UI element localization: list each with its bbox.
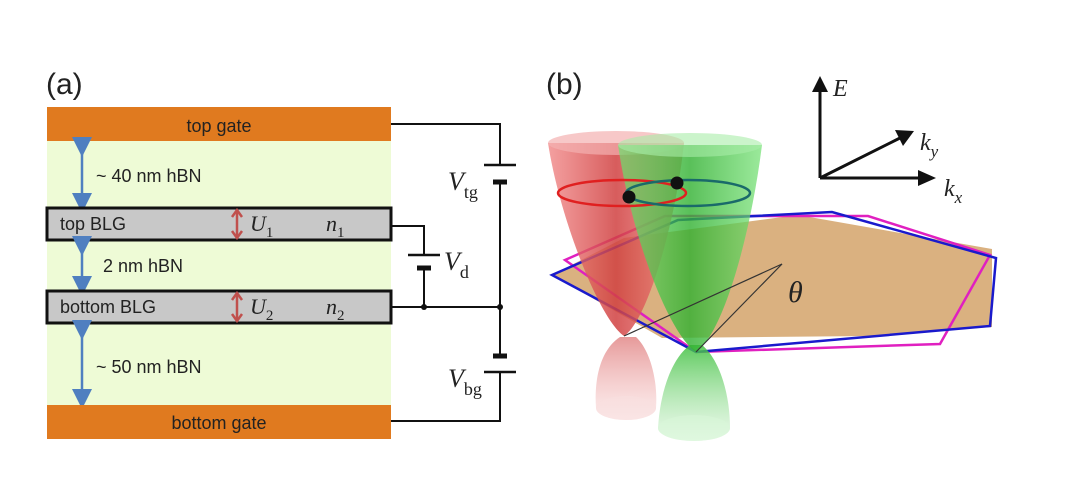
bottom-gate-label: bottom gate — [171, 413, 266, 433]
green-upper-cone — [618, 145, 762, 352]
u2-arrowheads — [230, 290, 244, 324]
bottom-blg-label: bottom BLG — [60, 297, 156, 317]
theta-label: θ — [788, 276, 803, 309]
e-axis-arrowhead — [812, 76, 828, 92]
kx-axis-label: kx — [944, 176, 963, 207]
e-axis-label: E — [832, 76, 848, 102]
ky-axis-label: ky — [920, 130, 939, 161]
u1-arrowheads — [230, 207, 244, 241]
angle-line-2 — [695, 263, 783, 353]
hbn-stack — [47, 141, 391, 405]
hbn-bottom-label: ~ 50 nm hBN — [96, 357, 202, 377]
u2-symbol: U2 — [250, 294, 273, 324]
angle-line-1 — [623, 263, 783, 337]
top-blg-label: top BLG — [60, 214, 126, 234]
kx-axis-arrowhead — [918, 170, 936, 186]
u1-symbol: U1 — [250, 211, 273, 241]
panel-a-label: (a) — [46, 68, 83, 101]
top-gate — [47, 107, 391, 141]
panel-a: (a) top gate ~ 40 nm hBN top BLG U1 n1 2… — [45, 68, 516, 439]
state-dot-green — [670, 176, 684, 190]
vbg-label: Vbg — [448, 364, 482, 399]
n1-symbol: n1 — [326, 211, 345, 241]
panel-b: (b) E kx ky — [546, 68, 998, 441]
ky-axis-arrowhead — [895, 130, 914, 146]
vd-label: Vd — [444, 247, 469, 282]
green-lower-cone-rim — [658, 415, 730, 441]
state-dot-red — [622, 190, 636, 204]
n2-symbol: n2 — [326, 294, 345, 324]
bottom-gate — [47, 405, 391, 439]
panel-b-label: (b) — [546, 68, 583, 101]
vtg-label: Vtg — [448, 167, 478, 202]
top-gate-label: top gate — [186, 116, 251, 136]
red-fermi-contour — [556, 178, 688, 208]
hbn-top-label: ~ 40 nm hBN — [96, 166, 202, 186]
hbn-mid-label: 2 nm hBN — [103, 256, 183, 276]
k-space-axes — [812, 76, 936, 186]
red-lower-cone-rim — [596, 396, 656, 420]
junction-dot — [421, 304, 427, 310]
junction-dot — [497, 304, 503, 310]
green-upper-cone-rim — [618, 133, 762, 157]
top-blg — [45, 206, 393, 242]
